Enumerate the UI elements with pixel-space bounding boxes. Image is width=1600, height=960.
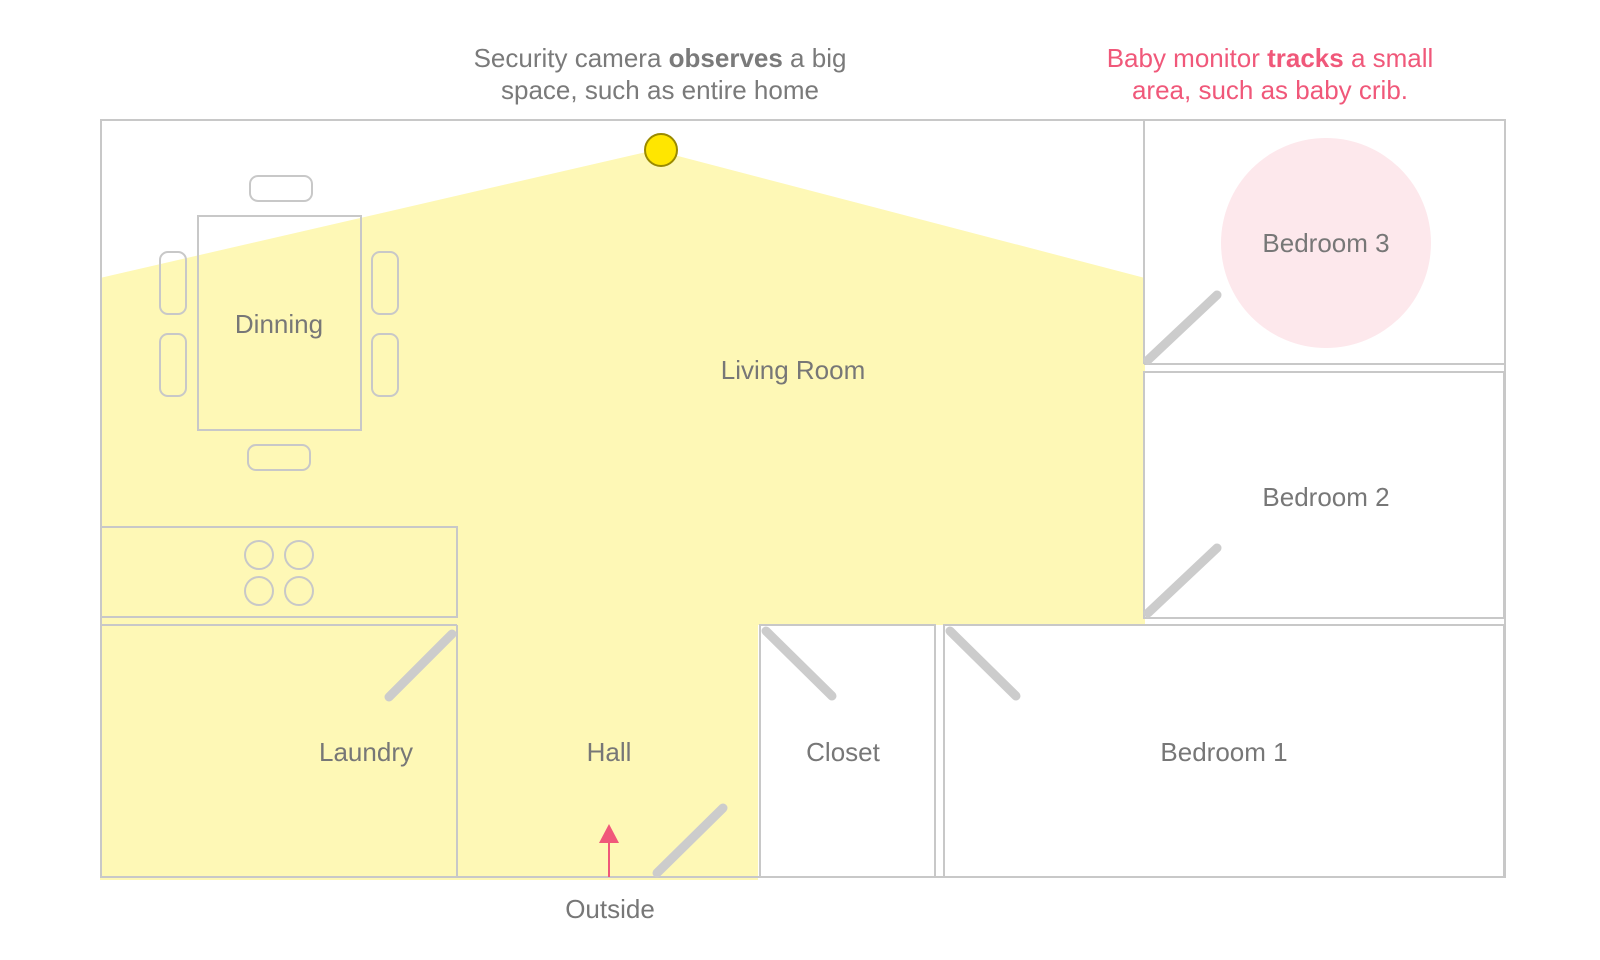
camera-caption-text-end: a big — [782, 43, 847, 73]
monitor-tracked-area — [1221, 138, 1431, 348]
bedroom1-room — [943, 624, 1505, 878]
door-bedroom3 — [1143, 290, 1222, 365]
monitor-caption: Baby monitor tracks a small area, such a… — [1040, 42, 1500, 106]
door-closet — [761, 626, 837, 701]
security-camera-icon — [644, 133, 678, 167]
bedroom2-room — [1143, 371, 1505, 619]
walls — [100, 119, 1506, 878]
room-label-closet: Closet — [806, 737, 880, 767]
room-label-hall: Hall — [587, 737, 632, 767]
room-label-laundry: Laundry — [319, 737, 413, 767]
dining-furniture — [159, 175, 399, 471]
dining-chair — [159, 251, 187, 315]
camera-coverage-area — [100, 150, 1145, 880]
stove-burners — [244, 540, 314, 606]
monitor-caption-text: Baby monitor — [1106, 43, 1268, 73]
dining-chair — [247, 444, 311, 471]
camera-caption-text: Security camera — [473, 43, 669, 73]
dining-chair — [371, 251, 399, 315]
door-laundry — [384, 629, 457, 702]
monitor-caption-line2: area, such as baby crib. — [1131, 75, 1409, 105]
room-label-bedroom2: Bedroom 2 — [1262, 482, 1389, 512]
room-label-dinning: Dinning — [235, 309, 323, 339]
camera-caption-verb: observes — [668, 43, 783, 73]
burner — [284, 576, 314, 606]
monitor-caption-line1: Baby monitor tracks a small — [1040, 42, 1500, 74]
burner — [244, 576, 274, 606]
door-bedroom1 — [945, 626, 1021, 701]
entrance-arrow — [599, 824, 619, 877]
room-label-bedroom1: Bedroom 1 — [1160, 737, 1287, 767]
dining-chair — [249, 175, 313, 202]
door-bedroom2 — [1143, 543, 1222, 618]
dining-table — [197, 215, 362, 431]
monitor-caption-verb: tracks — [1267, 43, 1344, 73]
room-label-living-room: Living Room — [721, 355, 866, 385]
room-labels: Dinning Living Room Bedroom 3 Bedroom 2 … — [235, 228, 1390, 924]
camera-caption: Security camera observes a big space, su… — [410, 42, 910, 106]
room-label-bedroom3: Bedroom 3 — [1262, 228, 1389, 258]
kitchen-counter — [100, 526, 458, 618]
burner — [284, 540, 314, 570]
closet-room — [759, 624, 936, 878]
door-front — [652, 803, 728, 878]
dining-chair — [371, 333, 399, 397]
monitor-caption-text-end: a small — [1343, 43, 1434, 73]
camera-caption-line2: space, such as entire home — [501, 75, 819, 105]
entrance-arrow-head — [599, 824, 619, 843]
dining-chair — [159, 333, 187, 397]
entrance-label: Outside — [565, 894, 655, 924]
camera-caption-line1: Security camera observes a big — [410, 42, 910, 74]
doors — [384, 290, 1222, 878]
burner — [244, 540, 274, 570]
